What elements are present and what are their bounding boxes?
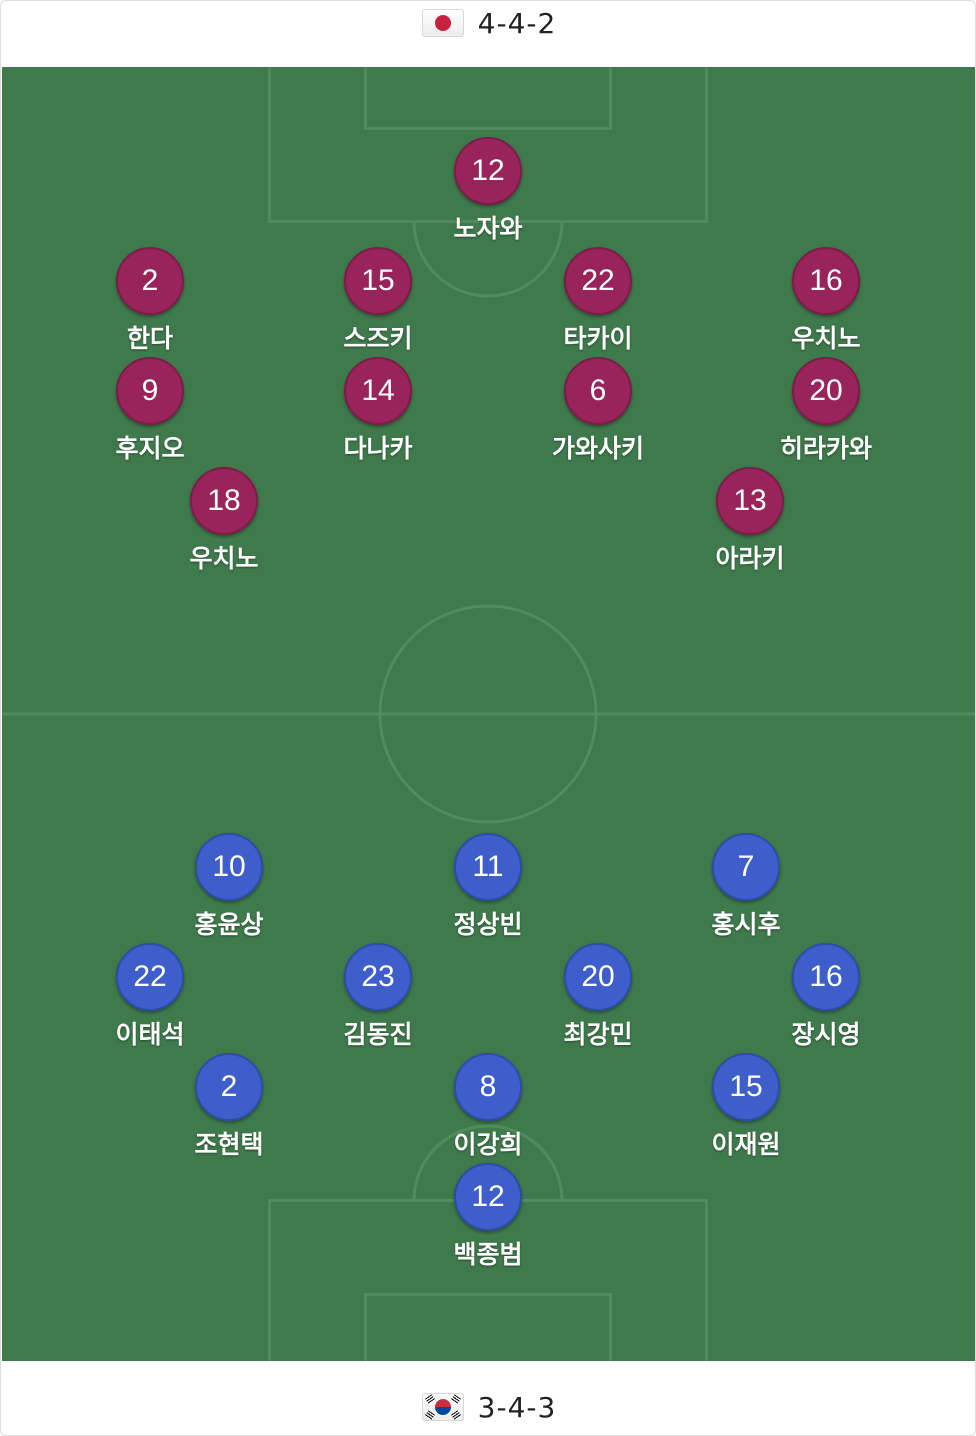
player-number-badge: 22	[564, 247, 632, 315]
player-name: 아라키	[715, 544, 785, 573]
player-number-badge: 9	[116, 357, 184, 425]
home-player[interactable]: 8 이강희	[418, 1053, 558, 1161]
away-player[interactable]: 9 후지오	[80, 357, 220, 465]
away-player[interactable]: 14 다나카	[308, 357, 448, 465]
player-number-badge: 2	[116, 247, 184, 315]
player-number-badge: 11	[454, 833, 522, 901]
away-player[interactable]: 12 노자와	[418, 137, 558, 245]
player-name: 홍윤상	[194, 910, 264, 939]
home-player[interactable]: 16 장시영	[756, 943, 896, 1051]
pitch: 12 노자와 2 한다 15 스즈키 22 타카이 16 우치노 9 후지오 1…	[2, 67, 975, 1361]
home-player[interactable]: 22 이태석	[80, 943, 220, 1051]
player-number-badge: 15	[344, 247, 412, 315]
player-name: 후지오	[115, 434, 185, 463]
player-name: 정상빈	[453, 910, 523, 939]
home-player[interactable]: 11 정상빈	[418, 833, 558, 941]
away-player[interactable]: 22 타카이	[528, 247, 668, 355]
player-number-badge: 12	[454, 1163, 522, 1231]
away-player[interactable]: 6 가와사키	[528, 357, 668, 465]
player-name: 장시영	[791, 1020, 861, 1049]
player-name: 김동진	[343, 1020, 413, 1049]
bottom-goal-box	[364, 1293, 612, 1361]
player-name: 스즈키	[343, 324, 413, 353]
player-name: 히라카와	[779, 434, 872, 463]
player-name: 백종범	[453, 1240, 523, 1269]
home-team-header: 3-4-3	[1, 1385, 976, 1429]
player-number-badge: 2	[195, 1053, 263, 1121]
player-name: 우치노	[189, 544, 259, 573]
player-number-badge: 12	[454, 137, 522, 205]
player-name: 한다	[126, 324, 173, 353]
player-name: 이태석	[115, 1020, 185, 1049]
away-player[interactable]: 2 한다	[80, 247, 220, 355]
player-name: 노자와	[453, 214, 523, 243]
player-name: 이재원	[711, 1130, 781, 1159]
player-number-badge: 15	[712, 1053, 780, 1121]
japan-flag-icon	[421, 9, 464, 37]
away-formation: 4-4-2	[477, 6, 557, 40]
player-number-badge: 23	[344, 943, 412, 1011]
player-number-badge: 22	[116, 943, 184, 1011]
player-name: 홍시후	[711, 910, 781, 939]
away-player[interactable]: 16 우치노	[756, 247, 896, 355]
player-name: 최강민	[563, 1020, 633, 1049]
home-player[interactable]: 20 최강민	[528, 943, 668, 1051]
top-goal-box	[364, 67, 612, 130]
top-penalty-box	[268, 67, 708, 223]
away-team-header: 4-4-2	[1, 1, 976, 45]
player-name: 다나카	[343, 434, 413, 463]
player-number-badge: 18	[190, 467, 258, 535]
home-player[interactable]: 7 홍시후	[676, 833, 816, 941]
player-number-badge: 20	[564, 943, 632, 1011]
player-name: 조현택	[194, 1130, 264, 1159]
home-player[interactable]: 2 조현택	[159, 1053, 299, 1161]
away-player[interactable]: 20 히라카와	[756, 357, 896, 465]
player-name: 타카이	[563, 324, 633, 353]
away-player[interactable]: 18 우치노	[154, 467, 294, 575]
south-korea-flag-icon	[421, 1393, 464, 1421]
player-number-badge: 20	[792, 357, 860, 425]
player-name: 이강희	[453, 1130, 523, 1159]
away-player[interactable]: 13 아라키	[680, 467, 820, 575]
home-player[interactable]: 23 김동진	[308, 943, 448, 1051]
player-number-badge: 7	[712, 833, 780, 901]
top-penalty-arc	[2, 221, 975, 1201]
away-player[interactable]: 15 스즈키	[308, 247, 448, 355]
player-number-badge: 8	[454, 1053, 522, 1121]
player-number-badge: 13	[716, 467, 784, 535]
player-number-badge: 14	[344, 357, 412, 425]
player-number-badge: 16	[792, 943, 860, 1011]
home-formation: 3-4-3	[477, 1390, 557, 1424]
player-number-badge: 16	[792, 247, 860, 315]
player-number-badge: 6	[564, 357, 632, 425]
player-name: 가와사키	[551, 434, 644, 463]
home-player[interactable]: 12 백종범	[418, 1163, 558, 1271]
player-number-badge: 10	[195, 833, 263, 901]
player-name: 우치노	[791, 324, 861, 353]
home-player[interactable]: 15 이재원	[676, 1053, 816, 1161]
home-player[interactable]: 10 홍윤상	[159, 833, 299, 941]
